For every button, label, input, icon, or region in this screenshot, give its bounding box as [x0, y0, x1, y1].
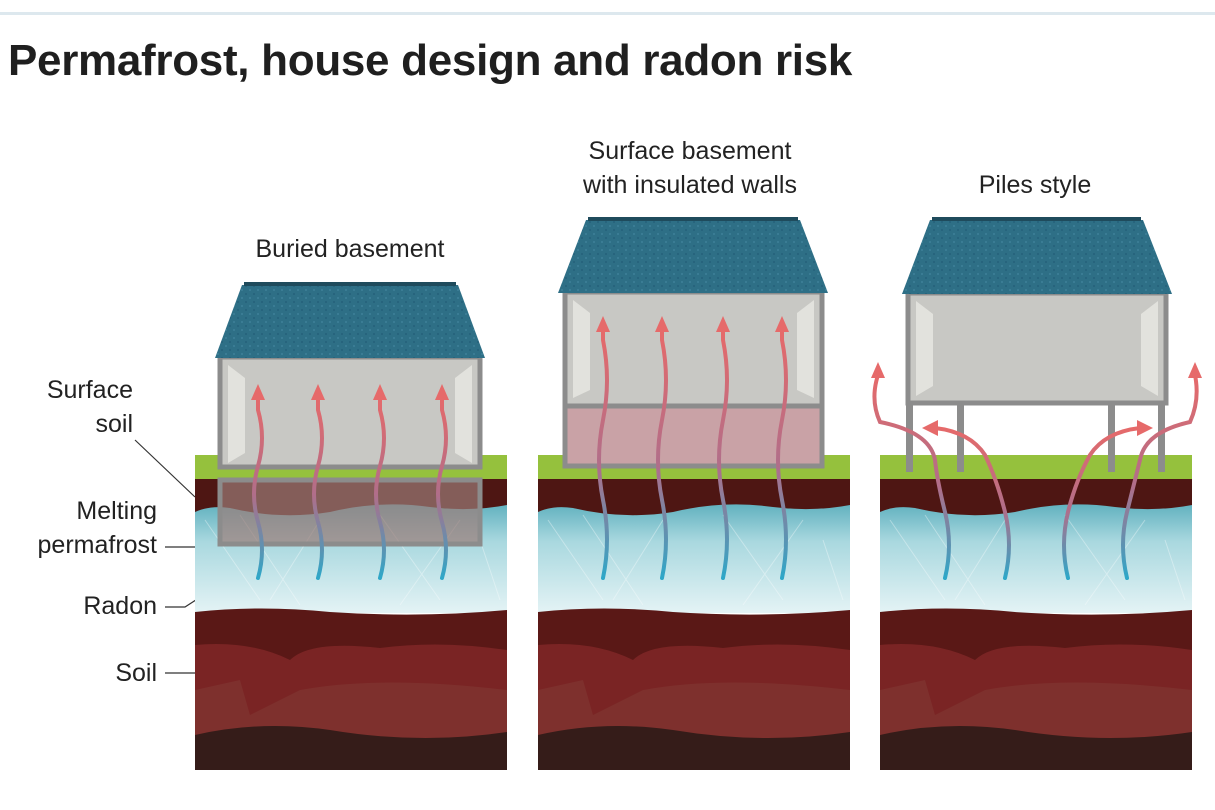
panel-buried-basement: [195, 282, 507, 770]
top-rule: [0, 12, 1215, 15]
room-wall-shade-3a: [916, 301, 933, 396]
room-wall-shade-3b: [1141, 301, 1158, 396]
soil-deep-2: [538, 726, 850, 770]
label-surface-soil-line1: Surface: [46, 376, 133, 404]
roof-ridge-2: [588, 217, 798, 221]
arrow-heads-3: [871, 362, 1202, 436]
label-melting-line2: permafrost: [37, 531, 157, 559]
panel-title-surface-basement-line1: Surface basement: [588, 137, 792, 165]
soil-deep-1: [195, 726, 507, 770]
panel-title-buried-basement: Buried basement: [255, 235, 445, 263]
label-melting-permafrost: Melting permafrost: [38, 494, 157, 562]
radon-arrows-1: [252, 393, 448, 580]
panel-title-piles-style: Piles style: [978, 171, 1092, 199]
house-room-3: [905, 290, 1169, 406]
label-radon: Radon: [83, 592, 157, 620]
ground-block-2: [538, 455, 850, 770]
roof-2: [558, 220, 828, 293]
label-melting-line1: Melting: [76, 497, 157, 525]
ice-texture-2: [547, 514, 844, 606]
label-surface-soil-line2: soil: [95, 410, 133, 438]
ice-texture-1: [204, 514, 501, 606]
panel-surface-basement: [538, 217, 850, 770]
permafrost-layer-3: [880, 503, 1192, 613]
roof-1: [215, 285, 485, 358]
buried-basement-room: [217, 477, 483, 547]
roof-ridge-3: [932, 217, 1141, 221]
topsoil-2: [538, 478, 850, 516]
leader-surface-soil: [134, 439, 196, 498]
radon-arrows-2: [597, 328, 788, 580]
topsoil-3: [880, 478, 1192, 516]
soil-light-1: [195, 680, 507, 740]
roof-ridge-1: [244, 282, 456, 286]
label-soil: Soil: [115, 659, 157, 687]
soil-light-2: [538, 680, 850, 740]
ice-texture-3: [889, 514, 1186, 606]
label-surface-soil: Surface soil: [47, 373, 133, 441]
soil-light-3: [880, 680, 1192, 740]
roof-3: [902, 220, 1172, 294]
grass-3: [880, 455, 1192, 479]
soil-deep-3: [880, 726, 1192, 770]
ground-block-3: [880, 455, 1192, 770]
arrow-heads-1: [251, 384, 449, 400]
permafrost-layer-2: [538, 503, 850, 613]
room-wall-shade-2b: [797, 300, 814, 398]
panel-title-surface-basement-line2: with insulated walls: [583, 171, 797, 199]
panel-piles-style: [871, 217, 1202, 770]
room-wall-shade-2a: [573, 300, 590, 398]
radon-arrows-3: [872, 373, 1199, 580]
room-wall-shade-1a: [228, 365, 245, 463]
page-title: Permafrost, house design and radon risk: [8, 36, 853, 85]
panel-title-surface-basement: Surface basement with insulated walls: [545, 134, 835, 202]
arrow-heads-2: [596, 316, 789, 332]
room-wall-shade-1b: [455, 365, 472, 463]
